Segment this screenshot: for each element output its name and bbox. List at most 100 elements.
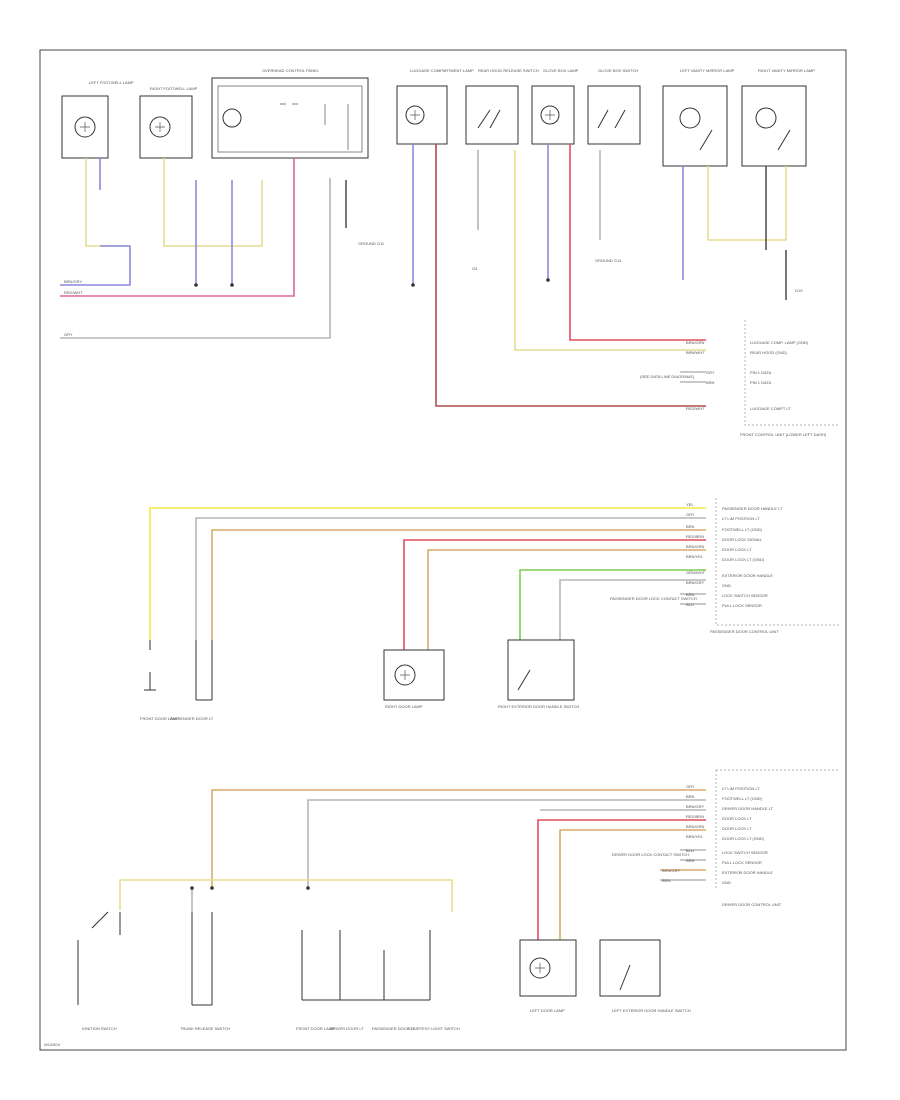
right-vanity-mirror-lamp-label: RIGHT VANITY MIRROR LAMP xyxy=(758,68,815,73)
ddcu-pin-5: DOOR LOCK LT xyxy=(722,826,752,831)
pdcu-pin-5: DOOR LOCK LT xyxy=(722,547,752,552)
ddcu-wire-6: BRN/YEL xyxy=(686,834,704,839)
overhead-control-panel-label: OVERHEAD CONTROL PANEL xyxy=(262,68,320,73)
pdcu-wire-2: GRY xyxy=(686,512,695,517)
ddcu-wire-7: BLU xyxy=(686,848,694,853)
left-vanity-mirror-lamp: LEFT VANITY MIRROR LAMP xyxy=(662,68,735,167)
bottom-wiring xyxy=(119,789,706,940)
side-wire-3: GRY xyxy=(64,332,73,337)
pdcu-wire-6: BRN/YEL xyxy=(686,554,704,559)
fcu-pin-label-4: PIN 1 DATA xyxy=(750,380,772,385)
left-door-lamp: LEFT DOOR LAMP xyxy=(519,939,577,1013)
top-wiring xyxy=(60,144,787,407)
side-wire-1: BRN/GRY xyxy=(64,279,82,284)
driver-door-control-unit: DRIVER DOOR CONTROL UNIT GRY LT LIM POSI… xyxy=(612,769,840,907)
ddcu-pin-1: LT LIM POSITION LT xyxy=(722,786,760,791)
ddcu-pin-8: PULL LOCK SENSOR xyxy=(722,860,762,865)
passenger-door-control-unit: PASSENGER DOOR CONTROL UNIT YEL PASSENGE… xyxy=(610,498,840,634)
middle-passenger-door-lt-label: PASSENGER DOOR LT xyxy=(170,716,214,721)
fcu-pin-label-2: REAR HOOD (GND) xyxy=(750,350,788,355)
pdcu-wire-3: BRN xyxy=(686,524,695,529)
ddcu-wire-9: BRN/GRY xyxy=(662,868,680,873)
pdcu-pin-1: PASSENGER DOOR HANDLE LT xyxy=(722,506,783,511)
glove-box-lamp: GLOVE BOX LAMP xyxy=(531,68,579,145)
right-exterior-door-switch-label: RIGHT EXTERIOR DOOR HANDLE SWITCH xyxy=(498,704,579,709)
fcu-pin-wire-2: BRN/WHT xyxy=(686,350,705,355)
ddcu-pin-7: LOCK SWITCH SENSOR xyxy=(722,850,768,855)
pdcu-pin-4: DOOR LOCK SIGNAL xyxy=(722,537,763,542)
pdcu-wire-7: GRN/WHT xyxy=(686,570,706,575)
glove-box-switch-label: GLOVE BOX SWITCH xyxy=(598,68,638,73)
ddcu-note: DRIVER DOOR LOCK CONTACT SWITCH xyxy=(612,852,689,857)
bottom-driver-door-lt-label: DRIVER DOOR LT xyxy=(330,1026,364,1031)
ddcu-wire-3: BRN/GRY xyxy=(686,804,704,809)
fcu-pin-label-5: LUGGAGE COMPT LT xyxy=(750,406,791,411)
luggage-compartment-lamp: LUGGAGE COMPARTMENT LAMP xyxy=(396,68,474,145)
bottom-door-lamp-label: FRONT DOOR LAMP xyxy=(296,1026,335,1031)
ddcu-wire-10: BRN xyxy=(662,878,671,883)
ddcu-pin-9: EXTERIOR DOOR HANDLE xyxy=(722,870,773,875)
glove-box-switch: GLOVE BOX SWITCH xyxy=(587,68,641,145)
right-exterior-door-switch: RIGHT EXTERIOR DOOR HANDLE SWITCH xyxy=(498,639,579,709)
trunk-release-switch: TRUNK RELEASE SWITCH xyxy=(180,912,230,1031)
top-side-wire-labels: BRN/GRY RED/WHT GRY xyxy=(64,279,83,337)
pdcu-pin-6: DOOR LOCK LT (GND) xyxy=(722,557,765,562)
diagram-frame xyxy=(39,49,847,1051)
pdcu-wire-10: BLU xyxy=(686,602,694,607)
ground-label-2: G4 xyxy=(472,266,478,271)
pdcu-wire-9: BRN xyxy=(686,592,695,597)
right-door-lamp: RIGHT DOOR LAMP xyxy=(383,649,445,709)
rear-hood-release-switch: REAR HOOD RELEASE SWITCH xyxy=(465,68,539,145)
pdcu-pin-7: EXTERIOR DOOR HANDLE xyxy=(722,573,773,578)
left-vanity-mirror-lamp-label: LEFT VANITY MIRROR LAMP xyxy=(680,68,735,73)
fcu-pin-label-3: PIN 1 DATA xyxy=(750,370,772,375)
top-grounds: GROUND G11 G4 GROUND G14 G15 xyxy=(358,241,803,293)
ddcu-wire-5: BRN/GRN xyxy=(686,824,705,829)
ddcu-pin-10: GND xyxy=(722,880,731,885)
pdcu-wire-8: BRN/GRY xyxy=(686,580,704,585)
pdcu-pin-10: PULL LOCK SENSOR xyxy=(722,603,762,608)
ddcu-pin-3: DRIVER DOOR HANDLE LT xyxy=(722,806,774,811)
ignition-switch-label: IGNITION SWITCH xyxy=(82,1026,117,1031)
fcu-note: (SEE DATA LINE DIAGRAMS) xyxy=(640,374,695,379)
fcu-pin-label-1: LUGGAGE COMP. LAMP (GND) xyxy=(750,340,809,345)
bottom-passenger-door-lt-label: PASSENGER DOOR LT xyxy=(372,1026,416,1031)
right-footwell-lamp: RIGHT FOOTWELL LAMP xyxy=(139,86,198,159)
left-exterior-door-switch-label: LEFT EXTERIOR DOOR HANDLE SWITCH xyxy=(612,1008,691,1013)
trunk-release-switch-label: TRUNK RELEASE SWITCH xyxy=(180,1026,230,1031)
left-exterior-door-switch: LEFT EXTERIOR DOOR HANDLE SWITCH xyxy=(599,939,691,1013)
fcu-pin-wire-4: BRN xyxy=(706,380,715,385)
pdcu-wire-5: BRN/GRN xyxy=(686,544,705,549)
ground-label-3: GROUND G14 xyxy=(595,258,622,263)
fcu-pin-wire-1: BRN/GRN xyxy=(686,340,705,345)
ddcu-pin-4: DOOR LOCK LT xyxy=(722,816,752,821)
pdcu-pin-8: GND xyxy=(722,583,731,588)
middle-wiring xyxy=(149,507,706,650)
pdcu-pin-9: LOCK SWITCH SENSOR xyxy=(722,593,768,598)
passenger-door-lt-switch: PASSENGER DOOR LT xyxy=(170,640,214,721)
ddcu-pin-6: DOOR LOCK LT (GND) xyxy=(722,836,765,841)
ddcu-pin-2: FOOTWELL LT (GND) xyxy=(722,796,763,801)
figure-code: W1Z6O4 xyxy=(44,1042,61,1047)
middle-door-lamp-label: FRONT DOOR LAMP xyxy=(140,716,179,721)
front-door-lamp-switch: FRONT DOOR LAMP xyxy=(140,640,179,721)
pdcu-note: PASSENGER DOOR LOCK CONTACT SWITCH xyxy=(610,596,697,601)
pdcu-label: PASSENGER DOOR CONTROL UNIT xyxy=(710,629,779,634)
left-footwell-lamp: LEFT FOOTWELL LAMP xyxy=(61,80,134,159)
right-door-lamp-label: RIGHT DOOR LAMP xyxy=(385,704,423,709)
luggage-compartment-lamp-label: LUGGAGE COMPARTMENT LAMP xyxy=(410,68,474,73)
pdcu-pin-2: LT LIM POSITION LT xyxy=(722,516,760,521)
overhead-control-panel: OVERHEAD CONTROL PANEL xyxy=(211,68,369,159)
fcu-pin-wire-3: GRY xyxy=(706,370,715,375)
right-vanity-mirror-lamp: RIGHT VANITY MIRROR LAMP xyxy=(741,68,815,167)
ddcu-wire-8: BRN xyxy=(686,858,695,863)
front-control-unit: FRONT CONTROL UNIT (LOWER LEFT DASH) BRN… xyxy=(640,320,840,437)
left-footwell-lamp-label: LEFT FOOTWELL LAMP xyxy=(89,80,134,85)
right-footwell-lamp-label: RIGHT FOOTWELL LAMP xyxy=(150,86,198,91)
fcu-pin-wire-5: RED/WHT xyxy=(686,406,705,411)
ddcu-label: DRIVER DOOR CONTROL UNIT xyxy=(722,902,782,907)
ground-label-1: GROUND G11 xyxy=(358,241,385,246)
pdcu-wire-1: YEL xyxy=(686,502,694,507)
ignition-switch: IGNITION SWITCH xyxy=(77,911,121,1031)
